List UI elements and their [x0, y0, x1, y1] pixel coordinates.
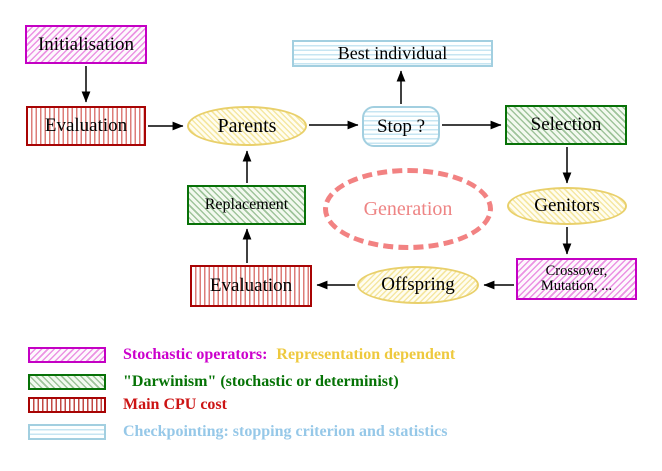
node-offspring: Offspring	[357, 266, 479, 304]
legend-row-checkpointing: Checkpointing: stopping criterion and st…	[28, 421, 447, 443]
node-replacement-label: Replacement	[204, 195, 289, 213]
node-evaluation-top-label: Evaluation	[44, 115, 128, 137]
node-crossover-line2: Mutation, ...	[540, 278, 613, 294]
node-parents-label: Parents	[217, 114, 277, 137]
node-best-individual: Best individual	[292, 40, 493, 67]
node-offspring-label: Offspring	[381, 274, 455, 296]
legend-label-darwinism: "Darwinism" (stochastic or determinist)	[123, 373, 399, 390]
legend-row-stochastic: Stochastic operators: Representation depe…	[28, 344, 455, 366]
legend-row-darwinism: "Darwinism" (stochastic or determinist)	[28, 371, 399, 393]
legend-label-cpu-cost: Main CPU cost	[123, 396, 227, 413]
node-selection: Selection	[505, 105, 627, 145]
node-genitors: Genitors	[507, 187, 627, 225]
legend-swatch-green-hatch	[28, 374, 106, 390]
node-best-individual-label: Best individual	[337, 43, 448, 64]
legend-swatch-red-stripes	[28, 397, 106, 413]
node-stop: Stop ?	[362, 106, 440, 147]
generation-label: Generation	[363, 197, 453, 220]
node-evaluation-bottom: Evaluation	[190, 265, 312, 307]
node-evaluation-bottom-label: Evaluation	[209, 275, 293, 297]
node-initialisation-label: Initialisation	[37, 33, 135, 55]
node-evaluation-top: Evaluation	[26, 106, 146, 146]
node-crossover-line1: Crossover,	[545, 262, 608, 279]
generation-loop-ellipse: Generation	[323, 168, 493, 250]
node-genitors-label: Genitors	[534, 195, 600, 217]
node-stop-label: Stop ?	[376, 115, 426, 137]
node-selection-label: Selection	[530, 114, 602, 136]
legend-row-cpu-cost: Main CPU cost	[28, 394, 227, 416]
node-crossover-mutation: Crossover, Mutation, ...	[516, 258, 637, 300]
legend-swatch-magenta-hatch	[28, 347, 106, 363]
legend-label-checkpointing: Checkpointing: stopping criterion and st…	[123, 423, 448, 440]
node-initialisation: Initialisation	[25, 25, 147, 64]
legend-label-stochastic: Stochastic operators:	[123, 346, 268, 363]
node-replacement: Replacement	[187, 185, 306, 225]
legend-swatch-cyan-stripes	[28, 424, 106, 440]
legend-label-representation: Representation dependent	[276, 346, 456, 363]
node-parents: Parents	[187, 106, 307, 146]
